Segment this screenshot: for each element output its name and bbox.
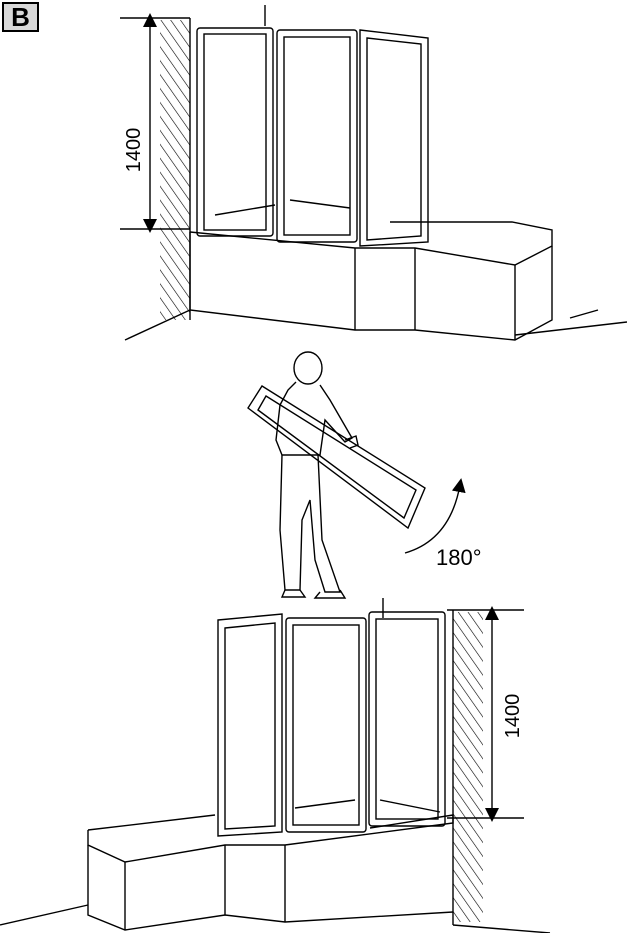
section-label: B bbox=[11, 1, 30, 32]
person-figure bbox=[275, 351, 359, 599]
rotation-label: 180° bbox=[436, 545, 482, 570]
bottom-bath-rim bbox=[87, 814, 454, 863]
section-label-box: B bbox=[2, 2, 39, 32]
top-bath-rim bbox=[189, 221, 553, 266]
middle-scene bbox=[247, 351, 466, 599]
top-scene bbox=[120, 5, 627, 341]
bottom-wall-hatch bbox=[453, 612, 483, 922]
bottom-screen-panels bbox=[217, 611, 446, 837]
top-wall-hatch bbox=[160, 20, 190, 320]
bottom-scene bbox=[0, 598, 551, 933]
rotation-arrow bbox=[404, 478, 466, 554]
bottom-dimension-text: 1400 bbox=[502, 694, 524, 739]
top-screen-panels bbox=[196, 27, 429, 247]
carried-panel bbox=[247, 385, 426, 530]
top-dimension-text: 1400 bbox=[123, 128, 145, 173]
